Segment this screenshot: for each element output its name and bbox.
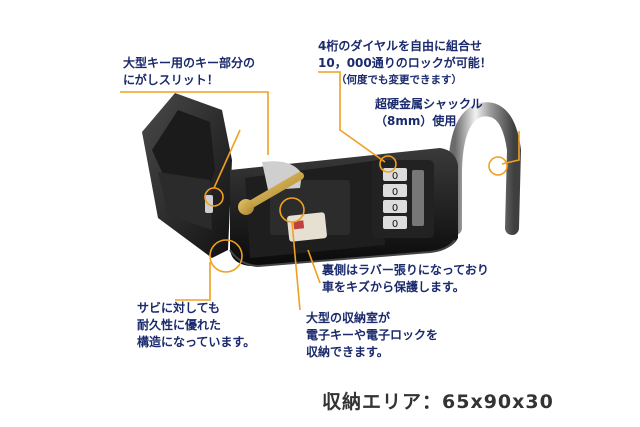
svg-text:0: 0 [392, 187, 398, 198]
svg-text:0: 0 [392, 219, 398, 230]
callout-storage-line-2: 電子キーや電子ロックを [306, 328, 439, 342]
callout-slit-line-1: 大型キー用のキー部分の [123, 56, 256, 70]
callout-rubber-line-2: 車をキズから保護します。 [322, 280, 465, 294]
callout-dial-line-1: 4桁のダイヤルを自由に組合せ [318, 39, 482, 53]
callout-storage-line-1: 大型の収納室が [306, 311, 391, 325]
callout-slit: 大型キー用のキー部分の にがしスリット！ [123, 55, 255, 89]
callout-slit-line-2: にがしスリット！ [123, 73, 219, 87]
combination-dials: 0 0 0 0 [383, 168, 424, 230]
callout-dial-note: （何度でも変更できます） [336, 74, 462, 86]
callout-rust: サビに対しても 耐久性に優れた 構造になっています。 [137, 300, 255, 351]
callout-lines [120, 71, 520, 311]
callout-storage: 大型の収納室が 電子キーや電子ロックを 収納できます。 [306, 310, 438, 361]
shackle [448, 102, 522, 235]
callout-shackle: 超硬金属シャックル （8mm）使用 [375, 96, 483, 130]
callout-shackle-line-1: 超硬金属シャックル [375, 97, 483, 111]
callout-rubber-line-1: 裏側はラバー張りになっており [322, 263, 489, 277]
callout-dial-line-2: 10，000通りのロックが可能！ [318, 56, 492, 70]
callout-rubber: 裏側はラバー張りになっており 車をキズから保護します。 [322, 262, 489, 296]
lock-body: 0 0 0 0 [229, 148, 458, 268]
callout-shackle-line-2: （8mm）使用 [375, 114, 457, 128]
svg-text:0: 0 [392, 171, 398, 182]
callout-rust-line-1: サビに対しても [137, 301, 221, 315]
callout-dial: 4桁のダイヤルを自由に組合せ 10，000通りのロックが可能！ （何度でも変更で… [318, 38, 492, 89]
storage-area-dimensions: 収納エリア：65x90x30 [322, 391, 554, 413]
svg-text:0: 0 [392, 203, 398, 214]
callout-rust-line-2: 耐久性に優れた [137, 318, 222, 332]
lid [142, 93, 232, 258]
callout-rust-line-3: 構造になっています。 [137, 335, 256, 349]
callout-storage-line-3: 収納できます。 [306, 345, 389, 359]
